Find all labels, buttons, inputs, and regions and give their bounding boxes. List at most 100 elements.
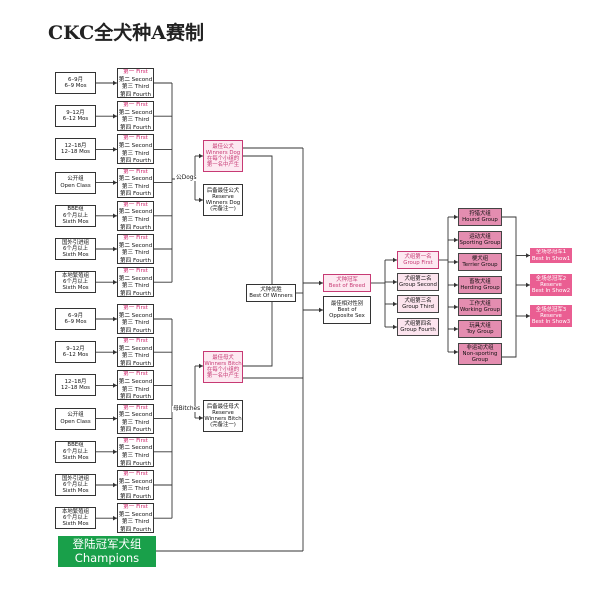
- placing-text: 第四 Fourth: [120, 327, 151, 334]
- placing-text: 第一 First: [123, 404, 148, 411]
- group-place-3-text: 犬组第四名: [404, 320, 432, 327]
- placing-text: 第一 First: [123, 338, 148, 345]
- arrowhead: [113, 349, 117, 355]
- age-class-text: Sixth Mos: [62, 218, 89, 225]
- placing-text: 第二 Second: [118, 445, 153, 452]
- champions-box-text: Champions: [74, 550, 140, 565]
- group-box-1-text: 运动犬组: [469, 233, 491, 240]
- placing-text: 第一 First: [123, 168, 148, 175]
- placing-text: 第一 First: [123, 135, 148, 142]
- arrowhead: [113, 449, 117, 455]
- age-class-text: Sixth Mos: [62, 488, 89, 495]
- arrowhead: [113, 482, 117, 488]
- arrowhead: [454, 259, 458, 265]
- group-place-1-text: Group Second: [399, 282, 437, 288]
- age-class-text: 6个月以上: [63, 279, 88, 286]
- arrowhead: [199, 415, 203, 421]
- group-box-2-text: 梗犬组: [471, 255, 489, 262]
- winners-bitch-box-text: 最佳母犬: [212, 354, 234, 361]
- arrowhead: [454, 214, 458, 220]
- age-class-text: 公开组: [67, 412, 84, 419]
- placing-text: 第三 Third: [121, 216, 150, 223]
- age-class-text: 6个月以上: [63, 448, 88, 455]
- winners-dog-box-text: 第一名中产生: [206, 162, 240, 169]
- age-class-text: 9–12月: [66, 109, 85, 116]
- bitches-label: 母Bitches: [172, 406, 202, 413]
- group-box-1-text: Sporting Group: [459, 240, 501, 246]
- placing-text: 第二 Second: [118, 378, 153, 385]
- placing-text: 第一 First: [123, 471, 148, 477]
- arrowhead: [113, 246, 117, 252]
- group-place-3-text: Group Fourth: [400, 327, 436, 333]
- placing-text: 第三 Third: [121, 84, 150, 91]
- arrowhead: [113, 316, 117, 322]
- placing-text: 第一 First: [123, 201, 148, 208]
- age-class-text: BBE组: [67, 442, 84, 449]
- placing-text: 第二 Second: [118, 412, 153, 419]
- age-class-text: 6–9 Mos: [64, 319, 87, 325]
- groups-merge-line: [502, 216, 517, 358]
- best-in-show-1-text: 全场总冠军2: [535, 275, 567, 282]
- wb-to-bow: [243, 302, 273, 367]
- placing-text: 第一 First: [123, 102, 148, 109]
- reserve-dog-box-text: 后备最佳公犬: [206, 187, 240, 194]
- arrowhead: [113, 279, 117, 285]
- arrowhead: [319, 280, 323, 286]
- best-of-breed-box-text: 犬种冠军: [336, 276, 358, 283]
- reserve-bitch-box-text: Winners Bitch: [204, 416, 242, 422]
- group-box-6-text: Non-sporting: [462, 350, 498, 357]
- placing-text: 第四 Fourth: [120, 394, 151, 401]
- best-opposite-box-text: Best of: [337, 306, 357, 313]
- winners-bitch-box-text: 在每个小组的: [206, 367, 240, 373]
- winners-dog-box-text: Winners Dog: [205, 149, 241, 156]
- wd-to-bow: [243, 155, 273, 284]
- age-class-text: 9–12月: [66, 345, 85, 352]
- age-class-text: 12–18 Mos: [61, 149, 90, 156]
- best-of-winners-box-text: Best Of Winners: [249, 293, 293, 299]
- placing-text: 第二 Second: [118, 345, 153, 352]
- age-class-text: 公开组: [67, 176, 84, 183]
- placing-text: 第三 Third: [121, 519, 150, 526]
- arrowhead: [113, 147, 117, 152]
- group-box-3-text: 畜牧犬组: [469, 278, 491, 285]
- reserve-bitch-box-text: (完备注一): [210, 422, 236, 429]
- placing-text: 第一 First: [123, 69, 148, 75]
- placing-text: 第二 Second: [118, 275, 153, 282]
- group-place-0-text: 犬组第一名: [404, 253, 432, 260]
- arrowhead: [393, 324, 397, 330]
- group-place-2-text: 犬组第三名: [404, 297, 432, 304]
- placing-text: 第四 Fourth: [120, 290, 151, 297]
- best-in-show-2-text: Reserve: [540, 312, 562, 319]
- age-class-text: 6–9月: [68, 76, 83, 83]
- champions-box-text: 登陆冠军犬组: [72, 537, 142, 552]
- reserve-bitch-box-text: Reserve: [212, 409, 234, 416]
- placing-text: 第四 Fourth: [120, 257, 151, 264]
- placing-text: 第二 Second: [118, 76, 153, 83]
- placing-text: 第四 Fourth: [120, 124, 151, 131]
- winners-dog-box-text: 在每个小组的: [206, 156, 240, 162]
- arrowhead: [113, 515, 117, 521]
- age-class-text: 6–9 Mos: [64, 83, 87, 89]
- age-class-text: 本地繁殖组: [62, 272, 89, 279]
- group-box-5-text: Toy Group: [466, 329, 494, 335]
- winners-bitch-box-text: 第一名中产生: [206, 373, 240, 380]
- winners-bitch-box-text: Winners Bitch: [204, 360, 242, 367]
- age-class-text: 12–18 Mos: [61, 385, 90, 392]
